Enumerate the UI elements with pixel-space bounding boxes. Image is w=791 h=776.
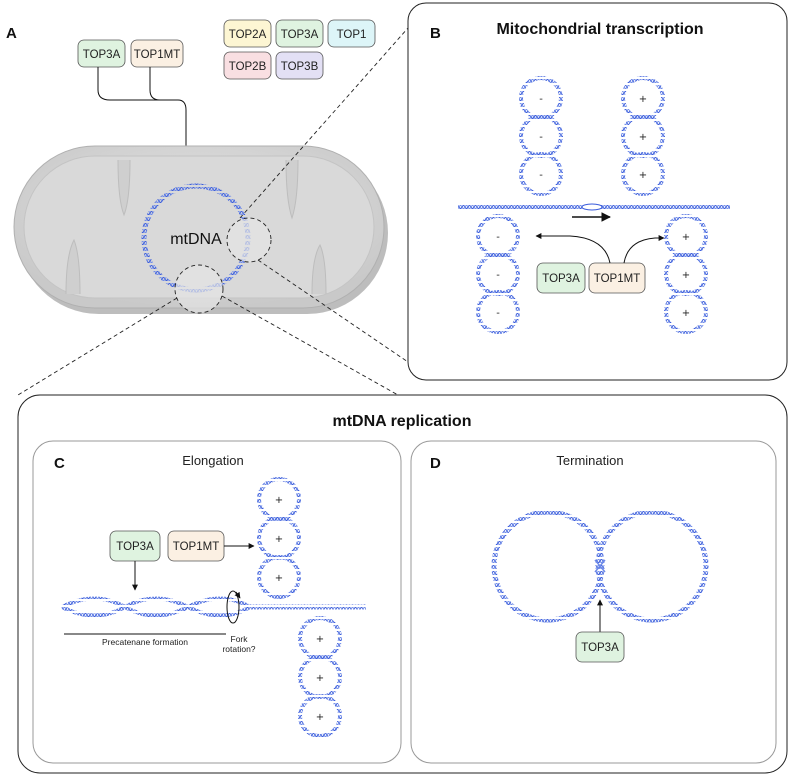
crista xyxy=(285,159,299,220)
minus-sign: - xyxy=(496,232,500,243)
zoom-line xyxy=(221,295,399,396)
top1mt-label-b: TOP1MT xyxy=(594,273,640,285)
fork-rotation-arrow xyxy=(234,591,241,599)
plus-sign: + xyxy=(275,534,283,545)
panel-d-title: Termination xyxy=(556,453,623,468)
transcription-bubble xyxy=(581,203,603,211)
zoom-line xyxy=(17,297,178,396)
plus-sign: + xyxy=(682,270,690,281)
plus-sign: + xyxy=(316,634,324,645)
minus-sign: - xyxy=(539,94,543,105)
panel-a-letter: A xyxy=(6,25,17,42)
top2b-box xyxy=(223,51,272,80)
daughter-mtdna-right xyxy=(595,509,709,623)
panel-b-frame xyxy=(407,2,788,381)
top3a-legend-label: TOP3A xyxy=(281,29,319,41)
crista xyxy=(117,159,131,217)
minus-sign: - xyxy=(496,308,500,319)
fork-rotation-ellipse xyxy=(226,590,240,624)
zoom-circle-transcription xyxy=(226,217,272,263)
plus-sign: + xyxy=(682,232,690,243)
top3a-label-d: TOP3A xyxy=(581,642,619,654)
top3a-box-b xyxy=(536,262,586,294)
plus-sign: + xyxy=(639,132,647,143)
negative-supercoil-upper: - - - xyxy=(519,76,563,196)
plus-sign: + xyxy=(639,94,647,105)
zoom-line xyxy=(239,27,409,219)
top3b-box xyxy=(275,51,324,80)
panel-c-frame xyxy=(32,440,402,764)
plus-sign: + xyxy=(316,673,324,684)
top1-label: TOP1 xyxy=(337,29,367,41)
fork-rotation-label-1: Fork xyxy=(231,634,249,644)
plus-sign: + xyxy=(275,573,283,584)
fork-rotation-label-2: rotation? xyxy=(222,644,255,654)
panel-c-letter: C xyxy=(54,455,65,472)
panel-d-frame xyxy=(410,440,777,764)
top1mt-to-mtdna-line xyxy=(149,67,161,101)
top3b-label: TOP3B xyxy=(281,61,319,73)
top1mt-label: TOP1MT xyxy=(134,49,180,61)
catenane-link xyxy=(594,559,606,573)
positive-supercoil-c-lower: + + + xyxy=(298,616,342,738)
top1mt-box-b xyxy=(588,262,646,294)
top3a-legend-box xyxy=(275,19,324,48)
crista xyxy=(65,238,81,295)
top1mt-box xyxy=(130,39,184,68)
top3a-label-c: TOP3A xyxy=(116,541,154,553)
positive-supercoil-c-upper: + + + xyxy=(257,477,301,599)
top3a-to-mtdna-arrow xyxy=(97,67,189,186)
crista xyxy=(311,243,327,295)
replication-title: mtDNA replication xyxy=(333,413,472,430)
mitochondrion xyxy=(13,145,388,314)
panel-b-letter: B xyxy=(430,25,441,42)
minus-sign: - xyxy=(539,170,543,181)
top1-box xyxy=(327,19,376,48)
zoom-circle-replication xyxy=(174,264,224,314)
enzyme-legend: TOP3A TOP1MT TOP2A TOP3A TOP1 TOP2B TOP3… xyxy=(77,19,376,80)
precatenane-strand-2 xyxy=(61,596,252,618)
top2b-label: TOP2B xyxy=(229,61,267,73)
top3a-box-d xyxy=(575,631,625,663)
plus-sign: + xyxy=(275,495,283,506)
top3a-label-b: TOP3A xyxy=(542,273,580,285)
top3a-label: TOP3A xyxy=(83,49,121,61)
top1mt-label-c: TOP1MT xyxy=(173,541,219,553)
plus-sign: + xyxy=(682,308,690,319)
top1mt-to-negative-arrow xyxy=(535,233,611,264)
top2a-box xyxy=(223,19,272,48)
minus-sign: - xyxy=(539,132,543,143)
daughter-mtdna-left xyxy=(491,509,605,623)
plus-sign: + xyxy=(316,712,324,723)
panel-c-title: Elongation xyxy=(182,453,243,468)
minus-sign: - xyxy=(496,270,500,281)
zoom-line xyxy=(257,259,409,363)
panel-d-letter: D xyxy=(430,455,441,472)
positive-supercoil-lower: + + + xyxy=(664,214,708,334)
negative-supercoil-lower: - - - xyxy=(476,214,520,334)
positive-supercoil-upper: + + + xyxy=(621,76,665,196)
top2a-label: TOP2A xyxy=(229,29,267,41)
precatenane-label: Precatenane formation xyxy=(102,637,188,647)
plus-sign: + xyxy=(639,170,647,181)
precatenane-strand-1 xyxy=(61,596,252,618)
panel-b-title: Mitochondrial transcription xyxy=(496,21,703,38)
top3a-box xyxy=(77,39,126,68)
mtdna-label: mtDNA xyxy=(170,231,222,248)
top1mt-to-positive-arrow xyxy=(623,235,665,264)
